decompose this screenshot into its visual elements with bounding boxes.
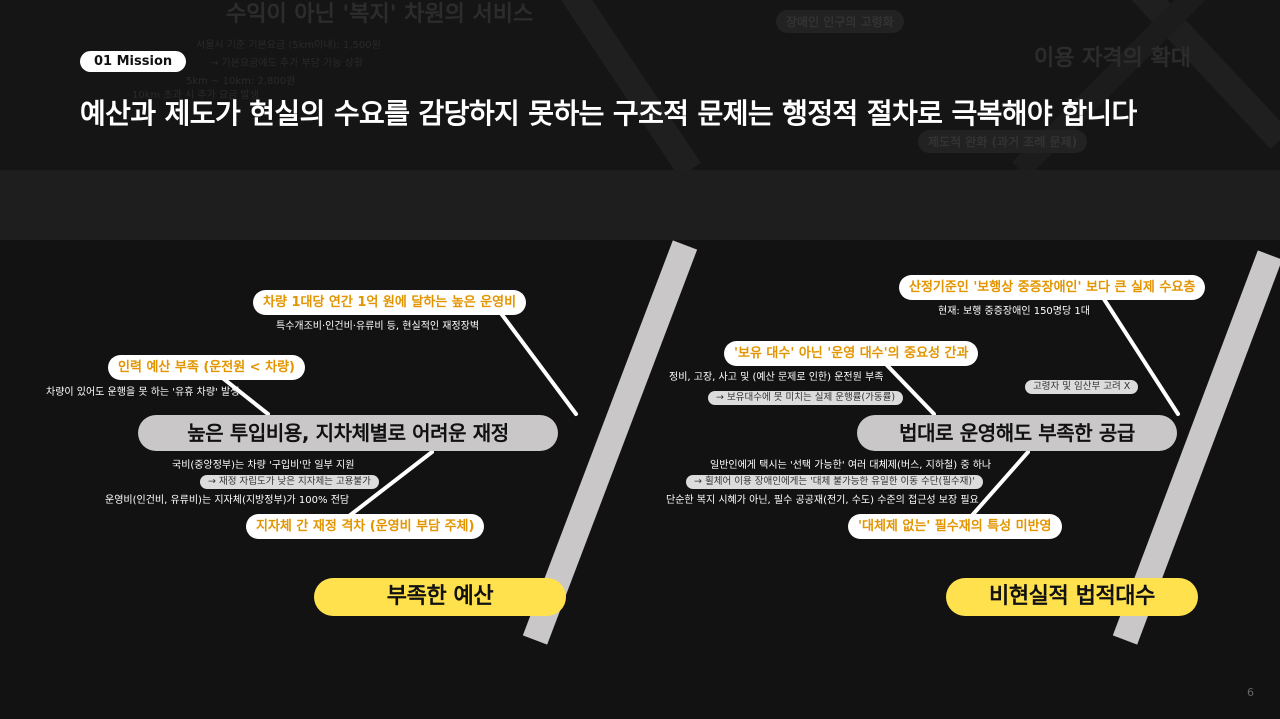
left-cause-operating-cost: 차량 1대당 연간 1억 원에 달하는 높은 운영비 xyxy=(253,290,527,315)
left-arrow-note-employment: → 재정 자립도가 낮은 지자체는 고용불가 xyxy=(200,475,379,489)
ghost-note-fare2: 5km ~ 10km: 2,800원 xyxy=(186,76,296,87)
right-note-taxi-alternatives: 일반인에게 택시는 '선택 가능한' 여러 대체제(버스, 지하철) 중 하나 xyxy=(710,460,992,471)
main-bone-left xyxy=(522,240,698,645)
left-note-operating-burden: 운영비(인건비, 유류비)는 지자체(지방정부)가 100% 전담 xyxy=(105,495,350,506)
branch-right-cause1 xyxy=(1100,294,1180,416)
right-note-elderly-pregnant: 고령자 및 임산부 고려 X xyxy=(1025,380,1139,394)
right-arrow-note-essential: → 휠체어 이용 장애인에게는 '대체 불가능한 유일한 이동 수단(필수재)' xyxy=(686,475,983,489)
mission-badge: 01 Mission xyxy=(80,51,187,72)
ghost-pill-institution: 제도적 완화 (과거 조례 문제) xyxy=(918,130,1088,153)
right-note-current-ratio: 현재: 보행 중증장애인 150명당 1대 xyxy=(938,306,1090,317)
left-note-idle-vehicles: 차량이 있어도 운행을 못 하는 '유휴 차량' 발생 xyxy=(46,387,240,398)
left-note-national-subsidy: 국비(중앙정부)는 차량 '구입비'만 일부 지원 xyxy=(172,460,355,471)
ghost-title-eligibility: 이용 자격의 확대 xyxy=(1034,46,1191,71)
left-head-label: 부족한 예산 xyxy=(314,578,566,616)
branch-right-cause2 xyxy=(878,356,936,416)
ghost-title-welfare: 수익이 아닌 '복지' 차원의 서비스 xyxy=(226,2,534,27)
branch-right-cause3 xyxy=(966,450,1030,522)
right-arrow-note-utilization: → 보유대수에 못 미치는 실제 운행률(가동률) xyxy=(708,391,904,405)
branch-left-cause3 xyxy=(338,450,434,525)
ghost-pill-aging: 장애인 인구의 고령화 xyxy=(776,10,904,33)
left-spine-label: 높은 투입비용, 지차체별로 어려운 재정 xyxy=(138,415,558,451)
ghost-note-fare: 서울시 기준 기본요금 (5km이내): 1,500원 xyxy=(196,40,381,51)
right-note-maintenance: 정비, 고장, 사고 및 (예산 문제로 인한) 운전원 부족 xyxy=(669,372,884,383)
left-note-operating-cost: 특수개조비·인건비·유류비 등, 현실적인 재정장벽 xyxy=(276,321,480,332)
right-head-label: 비현실적 법적대수 xyxy=(946,578,1198,616)
left-cause-regional-gap: 지자체 간 재정 격차 (운영비 부담 주체) xyxy=(246,514,485,539)
background-band xyxy=(0,170,1280,240)
ghost-note-arrow: → 기본요금에도 추가 부담 가능 상황 xyxy=(210,58,364,69)
page-title: 예산과 제도가 현실의 수요를 감당하지 못하는 구조적 문제는 행정적 절차로… xyxy=(80,97,1137,130)
right-cause-no-substitute: '대체제 없는' 필수재의 특성 미반영 xyxy=(848,514,1062,539)
ghost-note-fare3: 10km 초과 시 추가 요금 발생 xyxy=(132,90,259,101)
right-cause-operating-count: '보유 대수' 아닌 '운영 대수'의 중요성 간과 xyxy=(724,341,979,366)
background-ghost-slide: 수익이 아닌 '복지' 차원의 서비스 서울시 기준 기본요금 (5km이내):… xyxy=(0,0,1280,170)
right-spine-label: 법대로 운영해도 부족한 공급 xyxy=(857,415,1177,451)
branch-left-cause1 xyxy=(498,310,578,416)
left-cause-staff-budget: 인력 예산 부족 (운전원 < 차량) xyxy=(108,355,305,380)
right-cause-actual-demand: 산정기준인 '보행상 중증장애인' 보다 큰 실제 수요층 xyxy=(899,275,1206,300)
main-bone-right xyxy=(1112,250,1280,645)
page-number: 6 xyxy=(1247,686,1254,699)
right-note-public-good: 단순한 복지 시혜가 아닌, 필수 공공재(전기, 수도) 수준의 접근성 보장… xyxy=(666,495,979,506)
